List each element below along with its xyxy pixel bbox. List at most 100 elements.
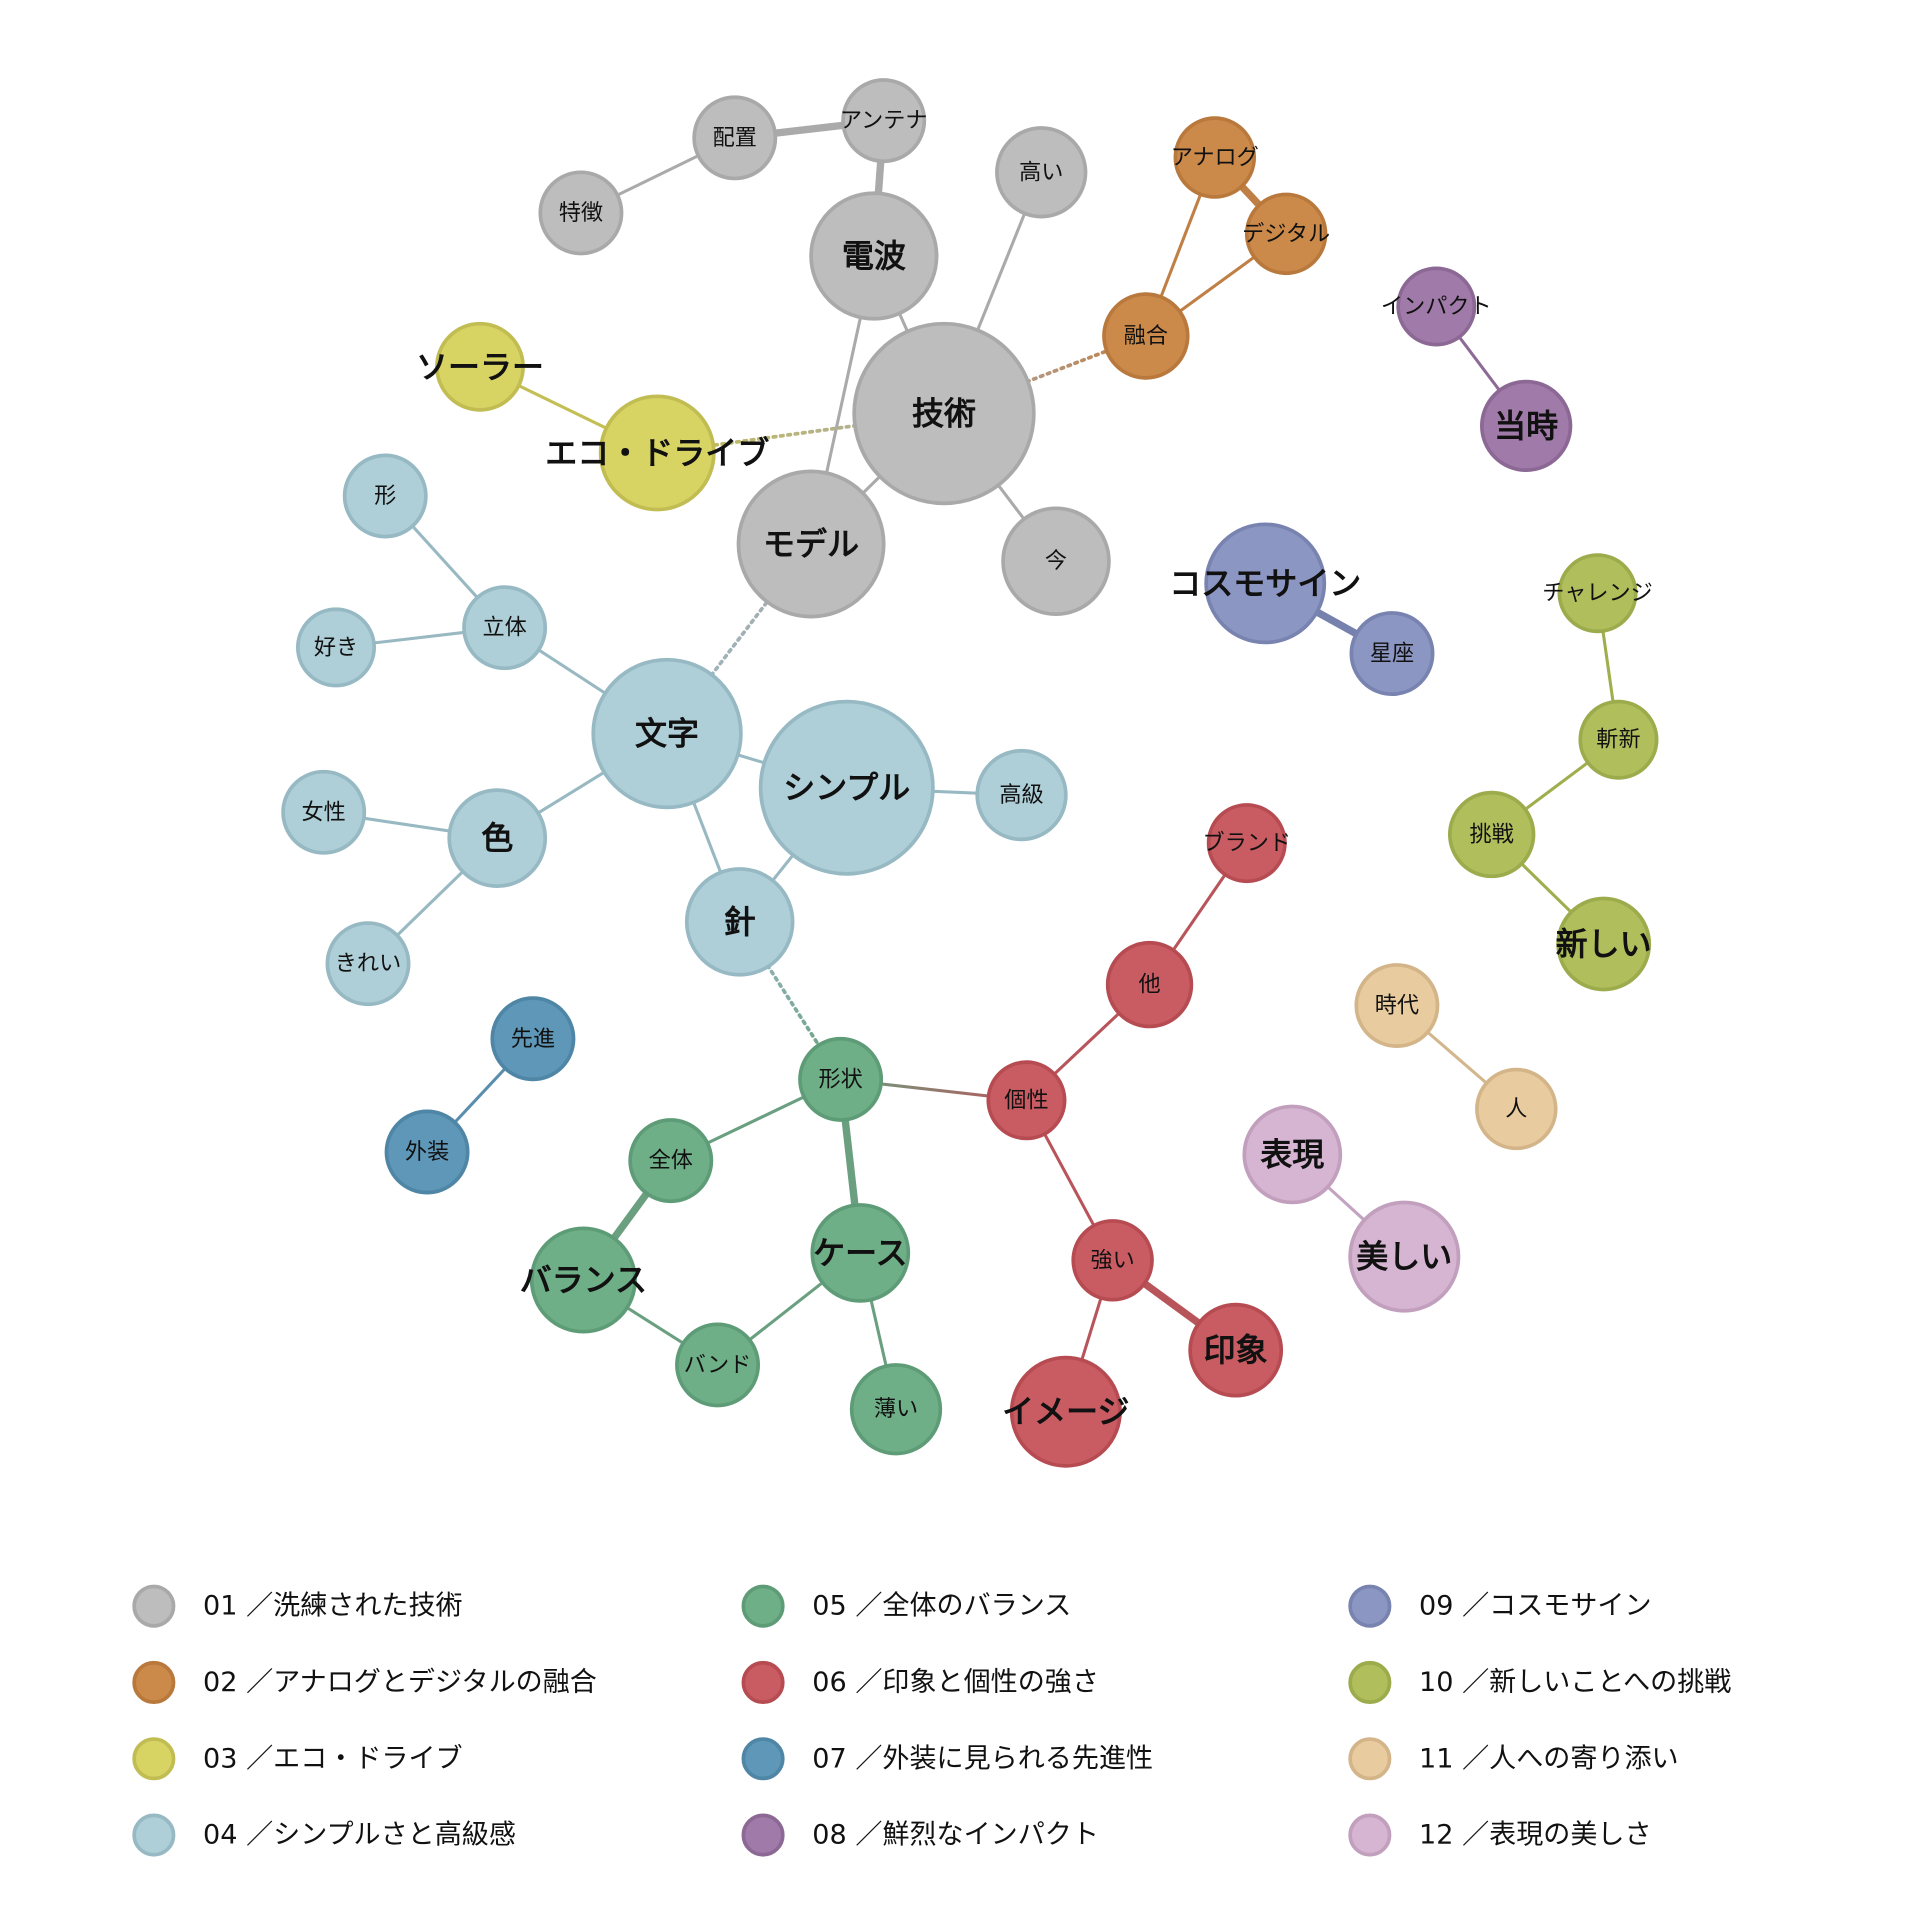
legend-item-02[interactable]: 02 ／アナログとデジタルの融合 [132, 1660, 597, 1704]
node-zanshin[interactable]: 斬新 [1578, 699, 1659, 780]
node-seiza[interactable]: 星座 [1349, 611, 1435, 696]
node-label: 人 [1505, 1096, 1527, 1122]
node-label: 斬新 [1596, 727, 1640, 753]
node-circle [325, 921, 411, 1007]
node-simple[interactable]: シンプル [758, 699, 935, 876]
node-label: ソーラー [416, 348, 544, 386]
node-circle [684, 867, 795, 977]
node-hari[interactable]: 針 [684, 867, 795, 977]
node-kosei[interactable]: 個性 [986, 1060, 1067, 1141]
node-chosen[interactable]: 挑戦 [1448, 790, 1536, 879]
legend-swatch-icon [1348, 1660, 1392, 1704]
node-denpa[interactable]: 電波 [809, 191, 939, 321]
node-hoka[interactable]: 他 [1105, 940, 1194, 1029]
legend-item-01[interactable]: 01 ／洗練された技術 [132, 1584, 463, 1628]
node-label: 立体 [482, 615, 526, 641]
node-analog[interactable]: アナログ [1171, 116, 1259, 199]
legend-item-11[interactable]: 11 ／人への寄り添い [1348, 1737, 1679, 1781]
legend-swatch-icon [132, 1584, 176, 1628]
node-moji[interactable]: 文字 [591, 657, 743, 810]
node-takai[interactable]: 高い [995, 126, 1088, 219]
node-circle [1001, 506, 1111, 616]
node-label: モデル [763, 525, 859, 563]
node-label: 時代 [1375, 993, 1419, 1019]
node-label: エコ・ドライブ [545, 434, 769, 472]
legend-item-06[interactable]: 06 ／印象と個性の強さ [741, 1660, 1099, 1704]
node-label: バンド [684, 1352, 752, 1378]
node-label: 形 [374, 483, 396, 509]
legend-item-03[interactable]: 03 ／エコ・ドライブ [132, 1737, 463, 1781]
node-balance[interactable]: バランス [520, 1226, 647, 1334]
node-band[interactable]: バンド [675, 1322, 760, 1408]
node-circle [462, 585, 548, 671]
node-katachi[interactable]: 形 [342, 453, 428, 539]
node-haichi[interactable]: 配置 [692, 95, 778, 181]
node-ima[interactable]: 今 [1001, 506, 1111, 616]
node-circle [447, 788, 548, 888]
node-solar[interactable]: ソーラー [416, 321, 544, 412]
node-insho[interactable]: 印象 [1188, 1302, 1284, 1398]
node-label: チャレンジ [1542, 580, 1652, 606]
node-zentai[interactable]: 全体 [628, 1118, 714, 1204]
legend-item-10[interactable]: 10 ／新しいことへの挑戦 [1348, 1660, 1731, 1704]
node-challenge[interactable]: チャレンジ [1542, 553, 1653, 634]
node-label: 高い [1019, 159, 1063, 185]
node-digital[interactable]: デジタル [1242, 192, 1330, 276]
node-iro[interactable]: 色 [447, 788, 548, 888]
node-hyogen[interactable]: 表現 [1242, 1104, 1343, 1205]
legend-item-05[interactable]: 05 ／全体のバランス [741, 1584, 1071, 1628]
node-label: 新しい [1556, 925, 1652, 963]
node-label: 針 [724, 903, 756, 941]
node-circle [1578, 699, 1659, 780]
node-usui[interactable]: 薄い [849, 1363, 943, 1456]
node-gaiso[interactable]: 外装 [384, 1109, 470, 1195]
node-josei[interactable]: 女性 [281, 769, 367, 855]
node-rittai[interactable]: 立体 [462, 585, 548, 671]
node-keijo[interactable]: 形状 [798, 1036, 884, 1122]
node-senshin[interactable]: 先進 [490, 996, 576, 1082]
node-atarashii[interactable]: 新しい [1556, 896, 1652, 992]
node-brand[interactable]: ブランド [1202, 803, 1291, 884]
node-circle [435, 321, 525, 412]
node-circle [296, 607, 376, 688]
node-circle [1206, 803, 1287, 884]
node-circle [490, 996, 576, 1082]
legend-item-09[interactable]: 09 ／コスモサイン [1348, 1584, 1652, 1628]
node-hito[interactable]: 人 [1475, 1067, 1558, 1151]
node-tokucho[interactable]: 特徴 [538, 170, 624, 256]
legend-item-12[interactable]: 12 ／表現の美しさ [1348, 1813, 1652, 1857]
node-case[interactable]: ケース [810, 1203, 911, 1303]
node-circle [986, 1060, 1067, 1141]
legend-item-04[interactable]: 04 ／シンプルさと高級感 [132, 1813, 516, 1857]
node-model[interactable]: モデル [736, 469, 886, 619]
node-yugo[interactable]: 融合 [1102, 292, 1190, 380]
node-gijutsu[interactable]: 技術 [852, 321, 1036, 506]
node-impact[interactable]: インパクト [1381, 266, 1492, 347]
node-kirei[interactable]: きれい [325, 921, 411, 1007]
node-jidai[interactable]: 時代 [1354, 963, 1440, 1048]
node-antenna[interactable]: アンテナ [840, 78, 928, 164]
node-circle [281, 769, 367, 855]
node-toji[interactable]: 当時 [1480, 379, 1573, 472]
node-label: 個性 [1004, 1087, 1048, 1113]
legend-item-08[interactable]: 08 ／鮮烈なインパクト [741, 1813, 1099, 1857]
node-tsuyoi[interactable]: 強い [1071, 1219, 1154, 1302]
node-suki[interactable]: 好き [296, 607, 376, 688]
node-circle [1071, 1219, 1154, 1302]
node-circle [1348, 1200, 1461, 1313]
node-cosmo[interactable]: コスモサイン [1169, 522, 1361, 645]
node-circle [1173, 116, 1257, 199]
node-eco[interactable]: エコ・ドライブ [545, 394, 769, 512]
legend-swatch-icon [1348, 1584, 1392, 1628]
node-label: 電波 [842, 237, 906, 275]
legend-item-07[interactable]: 07 ／外装に見られる先進性 [741, 1737, 1153, 1781]
node-utsukushii[interactable]: 美しい [1348, 1200, 1461, 1313]
legend-label: 05 ／全体のバランス [812, 1591, 1071, 1622]
legend-swatch-icon [741, 1737, 785, 1781]
node-label: 文字 [635, 715, 699, 753]
node-label: きれい [335, 951, 401, 977]
node-image[interactable]: イメージ [1002, 1355, 1130, 1468]
node-kokyu[interactable]: 高級 [975, 748, 1068, 842]
node-label: アナログ [1171, 145, 1259, 171]
